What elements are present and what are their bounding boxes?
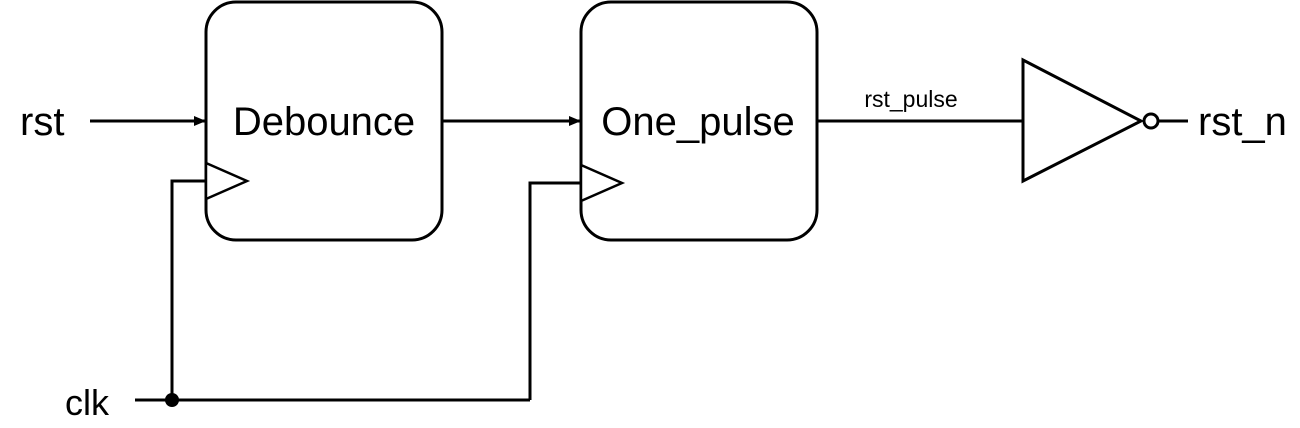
- rst-n-output-label: rst_n: [1198, 100, 1287, 144]
- clk-to-debounce-wire: [170, 179, 206, 400]
- clk-junction-dot: [165, 393, 179, 407]
- rst-input-label: rst: [20, 100, 64, 144]
- inverter-icon: [1021, 57, 1145, 184]
- one-pulse-block-label: One_pulse: [601, 100, 794, 144]
- inverter-bubble-icon: [1142, 112, 1160, 130]
- rst-pulse-label: rst_pulse: [864, 86, 957, 112]
- debounce-block-label: Debounce: [233, 100, 415, 144]
- clk-input-label: clk: [65, 382, 110, 423]
- clk-to-onepulse-wire: [528, 181, 581, 400]
